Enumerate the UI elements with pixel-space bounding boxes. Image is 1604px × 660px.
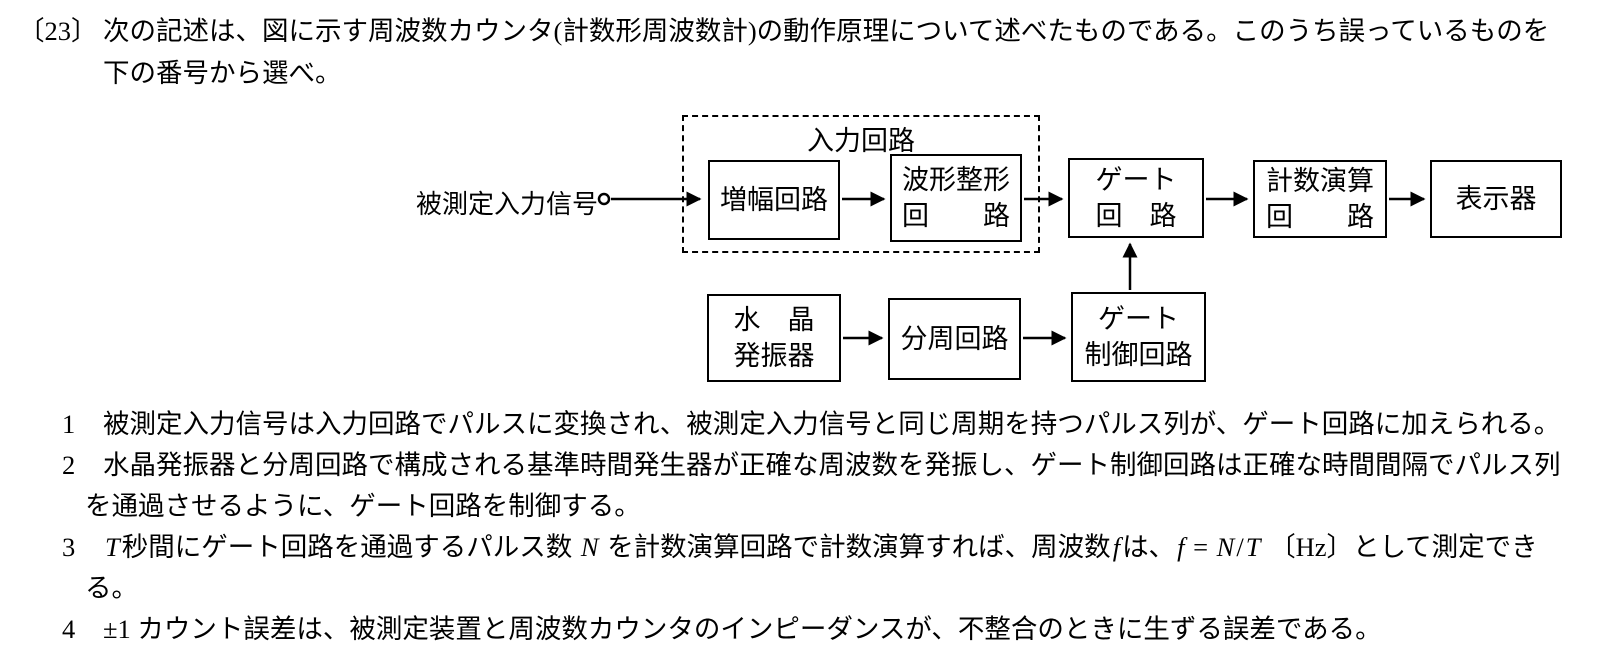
- choice-text: を計数演算回路で計数演算すれば、周波数: [600, 532, 1111, 562]
- math-variable: N: [580, 532, 599, 562]
- block-label-line: 表示器: [1455, 184, 1537, 214]
- block-frequency-divider: 分周回路: [888, 298, 1021, 380]
- block-label-line: 分周回路: [900, 324, 1009, 354]
- block-label-line: 回 路: [902, 201, 1010, 231]
- question-number: 〔23〕: [18, 16, 98, 46]
- block-counting-arithmetic: 計数演算回 路: [1253, 160, 1387, 238]
- choice-number: 2: [62, 450, 76, 480]
- block-wave-shaping: 波形整形回 路: [890, 154, 1022, 242]
- choice-text: ±1 カウント誤差は、被測定装置と周波数カウンタのインピーダンスが、不整合のとき…: [103, 614, 1382, 644]
- block-label-line: 制御回路: [1084, 340, 1193, 370]
- input-terminal-circle: [597, 192, 611, 206]
- choices-list: 1 被測定入力信号は入力回路でパルスに変換され、被測定入力信号と同じ周期を持つパル…: [0, 404, 1604, 650]
- choice-text: を通過させるように、ゲート回路を制御する。: [85, 491, 641, 521]
- choice-text: =: [1186, 532, 1215, 562]
- block-label-line: ゲート: [1098, 304, 1179, 334]
- math-variable: f: [1112, 532, 1121, 562]
- choice-number: 4: [62, 614, 76, 644]
- choice-4-line-1: 4 ±1 カウント誤差は、被測定装置と周波数カウンタのインピーダンスが、不整合のと…: [0, 609, 1604, 650]
- choice-text: 水晶発振器と分周回路で構成される基準時間発生器が正確な周波数を発振し、ゲート制御…: [103, 450, 1561, 480]
- block-label-line: 増幅回路: [720, 185, 828, 215]
- block-label-line: 回 路: [1095, 201, 1177, 231]
- block-label-line: 波形整形: [902, 165, 1010, 195]
- math-variable: f: [1177, 532, 1185, 562]
- input-signal-label: 被測定入力信号: [416, 190, 599, 219]
- question-text-line-1: 次の記述は、図に示す周波数カウンタ(計数形周波数計)の動作原理について述べたもの…: [103, 16, 1550, 46]
- block-label-line: 計数演算: [1266, 166, 1374, 196]
- choice-1-line-1: 1 被測定入力信号は入力回路でパルスに変換され、被測定入力信号と同じ周期を持つパル…: [0, 404, 1604, 445]
- block-label-line: 水 晶: [733, 305, 815, 335]
- choice-number: 3: [62, 532, 76, 562]
- math-variable: T: [105, 532, 120, 562]
- choice-text: 秒間にゲート回路を通過するパルス数: [121, 532, 579, 562]
- block-label-line: ゲート: [1095, 165, 1177, 195]
- block-label-line: 発振器: [733, 341, 815, 371]
- math-variable: T: [1245, 532, 1261, 562]
- choice-3-line-2: る。: [0, 568, 1604, 609]
- choice-text: /: [1236, 532, 1244, 562]
- math-variable: N: [1216, 532, 1235, 562]
- block-crystal-oscillator: 水 晶発振器: [707, 294, 841, 382]
- block-gate: ゲート回 路: [1068, 158, 1204, 238]
- block-amplifier: 増幅回路: [708, 160, 840, 240]
- input-circuit-group-label: 入力回路: [807, 126, 915, 156]
- choice-2-line-2: を通過させるように、ゲート回路を制御する。: [0, 486, 1604, 527]
- choice-2-line-1: 2 水晶発振器と分周回路で構成される基準時間発生器が正確な周波数を発振し、ゲート制…: [0, 445, 1604, 486]
- input-circuit-group-frame: [682, 115, 1040, 253]
- choice-text: は、: [1122, 532, 1176, 562]
- choice-text: 被測定入力信号は入力回路でパルスに変換され、被測定入力信号と同じ周期を持つパルス…: [103, 409, 1561, 439]
- block-display: 表示器: [1430, 160, 1562, 238]
- choice-text: る。: [85, 573, 138, 603]
- choice-text: 〔Hz〕として測定でき: [1262, 532, 1538, 562]
- question-text-line-2: 下の番号から選べ。: [103, 58, 342, 88]
- choice-number: 1: [62, 409, 76, 439]
- block-gate-control: ゲート制御回路: [1071, 292, 1206, 382]
- block-label-line: 回 路: [1266, 202, 1374, 232]
